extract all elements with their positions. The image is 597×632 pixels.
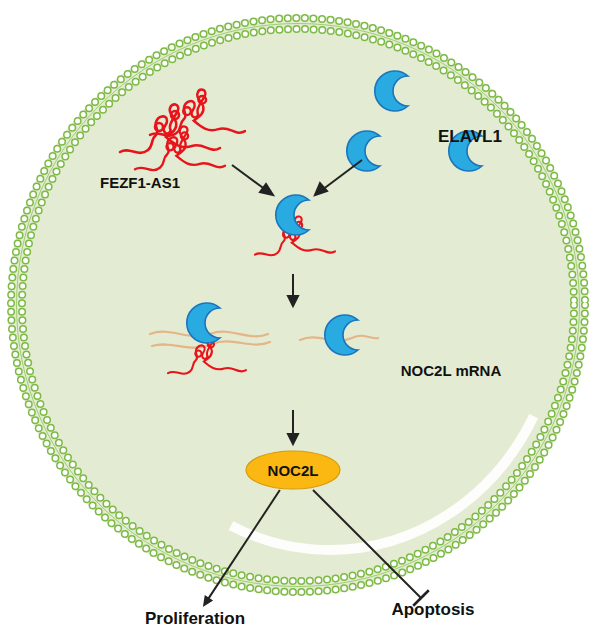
mrna-label: NOC2L mRNA — [376, 362, 526, 379]
rna-label: FEZF1-AS1 — [78, 174, 202, 191]
protein-ellipse: NOC2L — [245, 450, 341, 490]
node-text: NOC2L — [268, 462, 319, 479]
node-text: Proliferation — [145, 609, 245, 629]
arrow-connector — [203, 490, 280, 607]
outcome-text: Apoptosis — [376, 598, 490, 622]
protein-label: ELAVL1 — [418, 127, 522, 147]
inhibition-connector — [313, 490, 429, 606]
outcome-text: Proliferation — [120, 607, 270, 631]
node-text: Apoptosis — [391, 600, 474, 620]
